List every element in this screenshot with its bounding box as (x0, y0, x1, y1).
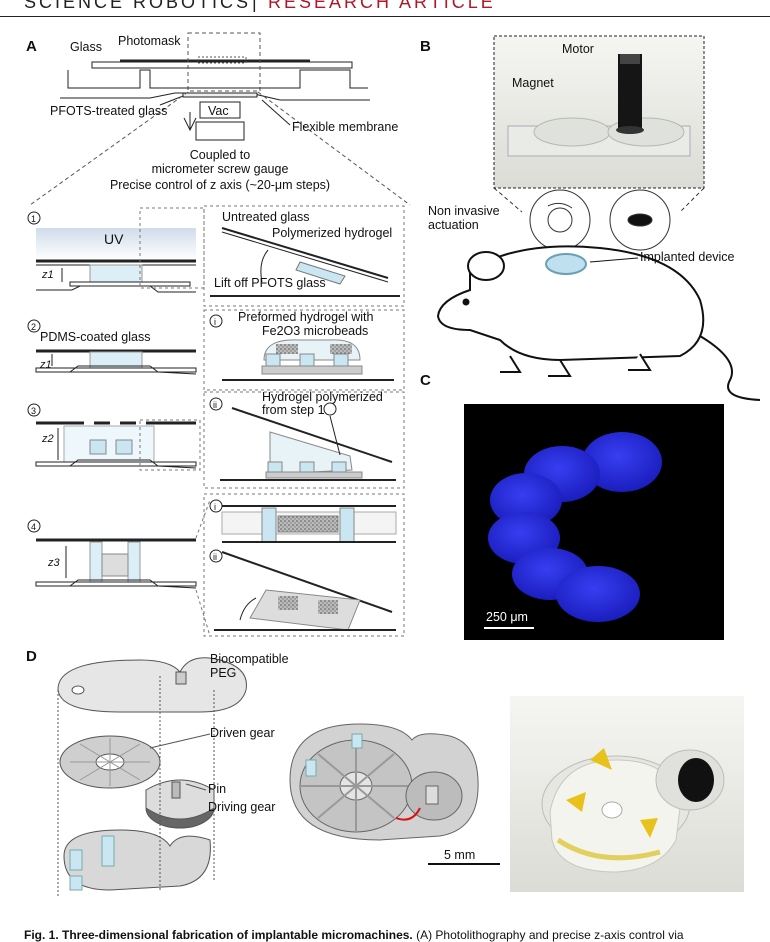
scale-label-c: 250 μm (486, 610, 528, 624)
label-coupled-2: micrometer screw gauge (151, 162, 289, 176)
step-3-number: 3 (31, 406, 37, 416)
sub-i-a: i (214, 317, 216, 327)
label-biocompatible-2: PEG (210, 666, 237, 680)
label-photomask: Photomask (118, 34, 181, 48)
label-uv: UV (104, 231, 124, 247)
step-2-diagram (35, 349, 197, 375)
journal-header: SCIENCE ROBOTICS | RESEARCH ARTICLE (0, 0, 770, 17)
label-noninvasive-1: Non invasive (428, 204, 500, 218)
label-pin: Pin (208, 782, 227, 796)
journal-name: SCIENCE ROBOTICS (24, 0, 252, 12)
panel-d-label: D (26, 648, 37, 665)
sub-ii-a: ii (213, 400, 217, 410)
sub-ii-b: ii (213, 552, 217, 562)
label-biocompatible-1: Biocompatible (210, 652, 289, 666)
label-z2: z2 (42, 433, 54, 445)
label-implanted-device: Implanted device (640, 250, 735, 264)
label-vac: Vac (208, 104, 229, 118)
assembled-gear-render (289, 723, 479, 841)
label-pfots: PFOTS-treated glass (50, 104, 168, 118)
fluorescent-disks (488, 432, 662, 622)
apparatus-diagram (29, 32, 411, 206)
label-z1-a: z1 (42, 269, 54, 281)
label-z3: z3 (48, 557, 60, 569)
label-driven-gear: Driven gear (210, 726, 275, 740)
header-separator: | (252, 0, 257, 12)
label-polymerized-hydrogel: Polymerized hydrogel (272, 226, 393, 240)
mouse-drawing (436, 245, 761, 401)
motor-photo (493, 35, 705, 189)
step-3-diagram (35, 419, 201, 471)
step-1-liftoff (203, 205, 405, 307)
label-magnet: Magnet (512, 76, 554, 90)
label-pdms: PDMS-coated glass (40, 330, 151, 344)
label-untreated-glass: Untreated glass (222, 210, 310, 224)
label-noninvasive-2: actuation (428, 218, 479, 232)
label-motor: Motor (562, 42, 594, 56)
label-z1-b: z1 (40, 359, 52, 371)
panel-c-label: C (420, 372, 431, 389)
panel-a-label: A (26, 38, 37, 55)
hydrogel-step-box (203, 391, 405, 489)
caption-text: (A) Photolithography and precise z-axis … (412, 928, 684, 942)
label-glass: Glass (70, 40, 102, 54)
caption-title: Fig. 1. Three-dimensional fabrication of… (24, 928, 413, 942)
step-markers (27, 211, 337, 563)
label-coupled-1: Coupled to (189, 148, 251, 162)
label-driving-gear: Driving gear (208, 800, 276, 814)
step-4-diagram (35, 499, 211, 637)
section-name: RESEARCH ARTICLE (268, 0, 496, 12)
step-1-number: 1 (31, 214, 37, 224)
step-1-diagram (36, 207, 205, 293)
gear-outline-drawing (493, 187, 705, 251)
label-liftoff: Lift off PFOTS glass (214, 276, 326, 290)
figure-caption: Fig. 1. Three-dimensional fabrication of… (24, 928, 684, 942)
preformed-hydrogel-box (203, 309, 405, 391)
step-2-number: 2 (31, 322, 37, 332)
label-precise-control: Precise control of z axis (~20-μm steps) (109, 178, 331, 192)
step-4-number: 4 (31, 522, 37, 532)
label-preformed-2: Fe2O3 microbeads (262, 324, 369, 338)
exploded-gear-assembly (57, 657, 247, 896)
device-photo (510, 696, 744, 892)
final-assembly-box (203, 493, 405, 637)
label-membrane: Flexible membrane (292, 120, 399, 134)
panel-b-label: B (420, 38, 431, 55)
sub-i-b: i (214, 502, 216, 512)
label-hydrogel-poly-1: Hydrogel polymerized (262, 390, 383, 404)
label-hydrogel-poly-2: from step 1 (262, 403, 325, 417)
scale-label-d: 5 mm (444, 848, 476, 862)
label-preformed-1: Preformed hydrogel with (238, 310, 374, 324)
